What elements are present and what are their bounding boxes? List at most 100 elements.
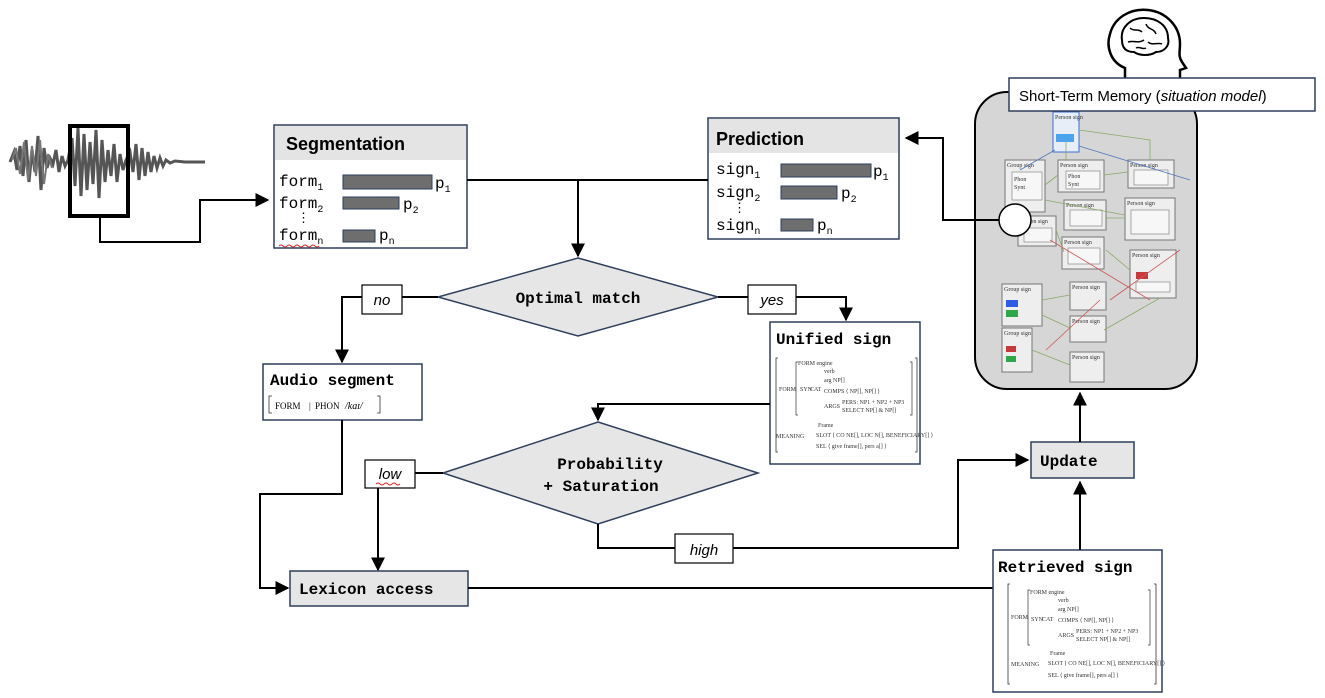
memory-node-label: Person sign — [1060, 163, 1088, 169]
avm-text: FORM engine — [1030, 590, 1065, 596]
short-term-memory: Person sign Group sign Phon Synt Person … — [974, 77, 1316, 390]
memory-node-label: Person sign — [1127, 201, 1155, 207]
svg-text:form1: form1 — [279, 173, 323, 194]
no-label-box — [361, 284, 403, 315]
prediction-dots: ⋮ — [733, 200, 746, 215]
memory-node-inner — [1133, 169, 1169, 186]
prediction-row-3-sub: n — [754, 227, 760, 238]
memory-node — [1069, 281, 1107, 311]
audio-segment-phon-value: /kaɪ/ — [344, 401, 364, 412]
memory-node-highlight — [1136, 272, 1148, 279]
segmentation-row-2-p: p — [403, 196, 413, 214]
segmentation-title: Segmentation — [286, 134, 405, 154]
avm-text: CAT — [1042, 617, 1054, 623]
avm-text: ARGS — [1058, 633, 1074, 639]
segmentation-row-1-psub: 1 — [445, 185, 451, 196]
memory-node-label: Person sign — [1055, 115, 1083, 121]
avm-meaning-label: MEANING — [1011, 662, 1040, 668]
avm-text: PERS: NP1 + NP2 + NP3 — [842, 400, 904, 406]
retrieved-sign-title: Retrieved sign — [998, 559, 1132, 577]
memory-node-label: Group sign — [1004, 331, 1031, 337]
brain-head-icon — [1107, 8, 1188, 85]
memory-node — [1069, 315, 1107, 343]
optimal-match-label: Optimal match — [516, 290, 641, 308]
avm-text: verb — [824, 369, 835, 375]
low-label: low — [379, 466, 403, 483]
spellcheck-underline — [278, 244, 320, 248]
avm-text: arg NP[] — [824, 378, 845, 384]
segmentation-row-3-bar — [342, 229, 376, 243]
audio-segment-phon: PHON — [315, 401, 340, 411]
segmentation-box: Segmentation form1 p1 form2 p2 ⋮ formn p… — [273, 124, 468, 249]
memory-node-label: Person sign — [1020, 219, 1048, 225]
optimal-match-decision: Optimal match — [435, 257, 721, 337]
svg-text:p1: p1 — [873, 163, 889, 184]
prediction-row-3-bar — [780, 218, 814, 232]
memory-node-label: Person sign — [1072, 355, 1100, 361]
svg-text:signn: signn — [716, 217, 760, 238]
svg-text:sign2: sign2 — [716, 184, 760, 205]
memory-node-highlight — [1006, 300, 1018, 307]
segmentation-row-1: form1 p1 — [279, 173, 451, 196]
prediction-row-2-p: p — [841, 185, 851, 203]
memory-links — [1031, 129, 1161, 366]
memory-node — [1069, 351, 1105, 383]
segmentation-row-3: formn pn — [278, 227, 395, 248]
avm-text: arg NP[] — [1058, 607, 1079, 613]
segmentation-row-3-label: form — [279, 227, 317, 245]
svg-text:formn: formn — [279, 227, 323, 248]
memory-node-inner — [1135, 281, 1171, 293]
svg-text:p1: p1 — [435, 175, 451, 196]
retrieved-sign-avm: FORM engine FORM SYN CAT verb arg NP[] C… — [1007, 583, 1165, 685]
avm-text: SLOT ⟨ CO NE[], LOC N[], BENEFICIARY[] ⟩ — [816, 432, 933, 439]
memory-node-inner — [1069, 209, 1103, 227]
avm-meaning-label: MEANING — [776, 434, 805, 440]
memory-node-inner — [1023, 227, 1053, 243]
probability-label-line2: + Saturation — [543, 478, 658, 496]
prediction-row-1: sign1 p1 — [716, 161, 889, 184]
avm-text: SYN — [800, 387, 813, 393]
svg-text:sign1: sign1 — [716, 161, 760, 182]
prediction-row-3-p: p — [817, 217, 827, 235]
audio-segment-avm: FORM | PHON /kaɪ/ — [268, 395, 381, 414]
svg-text:pn: pn — [817, 217, 833, 238]
memory-output-port — [998, 203, 1032, 237]
segmentation-row-2-sub: 2 — [317, 205, 323, 216]
prediction-box: Prediction sign1 p1 sign2 p2 ⋮ signn pn — [707, 117, 900, 240]
segmentation-row-2-psub: 2 — [413, 206, 419, 217]
audio-segment-title: Audio segment — [270, 372, 395, 390]
avm-text: COMPS ⟨ NP[], NP[] ⟩ — [824, 388, 880, 395]
edge-audio-segment-to-lexicon — [259, 420, 343, 595]
memory-node-inner — [1130, 209, 1170, 235]
memory-node-label: Phon — [1068, 174, 1080, 180]
prediction-row-2-sub: 2 — [754, 194, 760, 205]
prediction-row-2-label: sign — [716, 184, 754, 202]
memory-title: Short-Term Memory (situation model) — [1019, 88, 1267, 105]
spellcheck-underline — [375, 482, 401, 486]
segmentation-row-2-bar — [342, 196, 400, 210]
memory-node-label: Person sign — [1064, 240, 1092, 246]
edge-no-to-audio-segment — [335, 296, 438, 364]
high-label-box — [674, 533, 734, 564]
low-label-box — [364, 459, 416, 489]
avm-text: SELECT NP[] & NP[] — [842, 408, 896, 414]
avm-text: PERS: NP1 + NP2 + NP3 — [1076, 629, 1138, 635]
prediction-title: Prediction — [716, 129, 804, 149]
memory-node-inner — [1011, 171, 1043, 201]
audio-segment-divider: | — [309, 401, 311, 411]
memory-title-box — [1008, 77, 1316, 112]
avm-text: ARGS — [824, 404, 840, 410]
avm-text: SELECT NP[] & NP[] — [1076, 637, 1130, 643]
prediction-row-2: sign2 p 2 — [716, 184, 857, 206]
memory-node-label: Group sign — [1007, 163, 1034, 169]
memory-links — [1045, 239, 1181, 351]
prediction-row-1-psub: 1 — [883, 173, 889, 184]
prediction-row-2-bar — [780, 185, 838, 200]
memory-node-label: Synt — [1068, 182, 1079, 188]
avm-form-label: FORM — [1011, 615, 1029, 621]
segmentation-row-1-sub: 1 — [317, 183, 323, 194]
svg-text:pn: pn — [379, 227, 395, 248]
audio-waveform — [0, 124, 205, 218]
retrieved-sign-box: Retrieved sign FORM engine FORM SYN CAT … — [992, 549, 1165, 693]
